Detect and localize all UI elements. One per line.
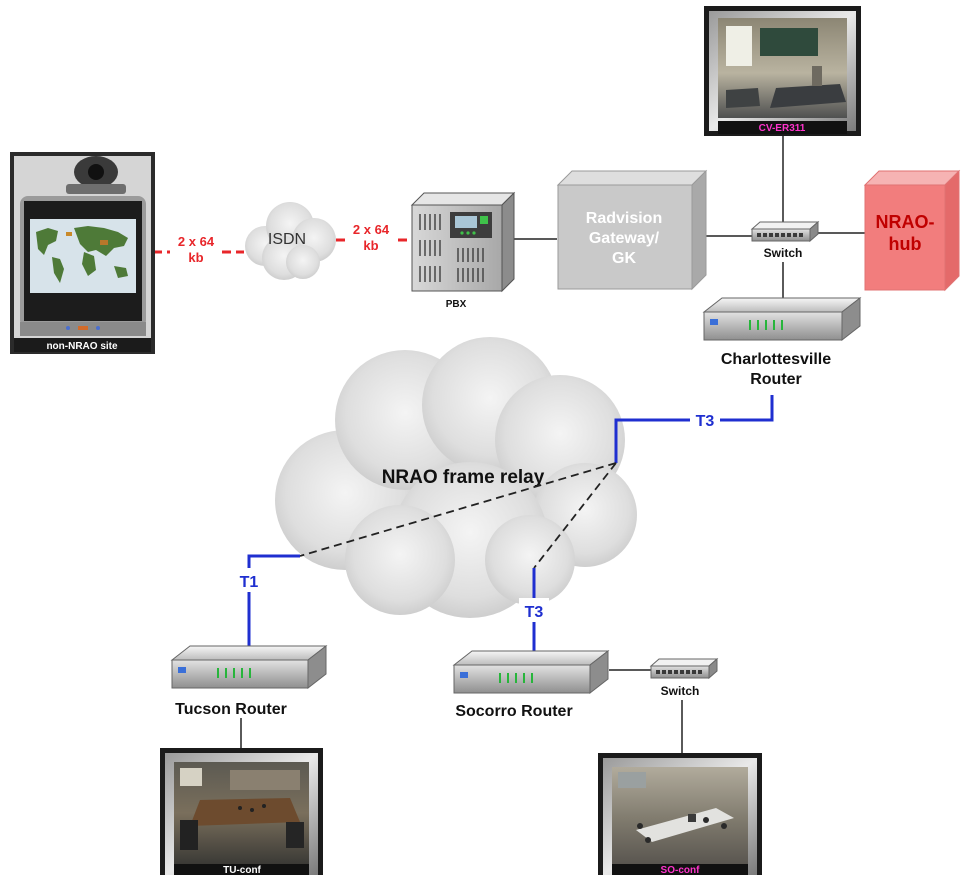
non-nrao-videoconference-unit: non-NRAO site: [10, 152, 155, 354]
frame-relay-label: NRAO frame relay: [382, 467, 545, 488]
non-nrao-site-caption: non-NRAO site: [46, 341, 118, 352]
switch-top: Switch: [750, 220, 820, 260]
hub-label-1: NRAO-: [876, 212, 935, 232]
gateway-label-2: Gateway/: [589, 230, 660, 247]
isdn-cloud: ISDN: [245, 202, 336, 280]
frame-path-tucson: [299, 462, 617, 557]
t1-link-tucson: [247, 554, 300, 646]
gateway-label-3: GK: [612, 250, 636, 267]
cv-room-caption: CV-ER311: [759, 123, 806, 134]
nrao-hub: NRAO- hub: [863, 169, 961, 292]
bandwidth-left-line2: kb: [188, 250, 203, 265]
cv-router-label-1: Charlottesville: [721, 351, 831, 368]
t1-label: T1: [240, 574, 259, 591]
bandwidth-right-line2: kb: [363, 238, 378, 253]
pbx-label: PBX: [446, 299, 467, 310]
bandwidth-left-line1: 2 x 64: [178, 234, 215, 249]
t3-bottom-label: T3: [525, 604, 544, 621]
t3-top-label: T3: [696, 413, 715, 430]
so-room-caption: SO-conf: [661, 865, 701, 875]
isdn-label: ISDN: [268, 231, 306, 248]
tucson-router-label: Tucson Router: [175, 701, 287, 718]
tucson-router: Tucson Router: [170, 644, 328, 718]
gateway-label-1: Radvision: [586, 210, 662, 227]
frame-path-socorro: [533, 462, 617, 569]
frame-relay-cloud: NRAO frame relay: [275, 337, 637, 618]
tu-room-caption: TU-conf: [223, 865, 261, 875]
switch-bottom: Switch: [649, 657, 719, 698]
cv-er311-room: CV-ER311: [704, 6, 861, 136]
radvision-gateway: Radvision Gateway/ GK: [556, 169, 708, 291]
charlottesville-router: Charlottesville Router: [702, 296, 862, 388]
switch-bottom-label: Switch: [661, 684, 700, 698]
so-conf-room: SO-conf: [598, 753, 762, 875]
switch-top-label: Switch: [764, 246, 803, 260]
pbx-cabinet: PBX: [410, 191, 516, 310]
connections: [153, 134, 865, 753]
tu-conf-room: TU-conf: [160, 748, 323, 875]
bandwidth-right-line1: 2 x 64: [353, 222, 390, 237]
socorro-router-label: Socorro Router: [455, 703, 572, 720]
cv-router-label-2: Router: [750, 371, 802, 388]
socorro-router: Socorro Router: [452, 649, 610, 720]
hub-label-2: hub: [889, 234, 922, 254]
